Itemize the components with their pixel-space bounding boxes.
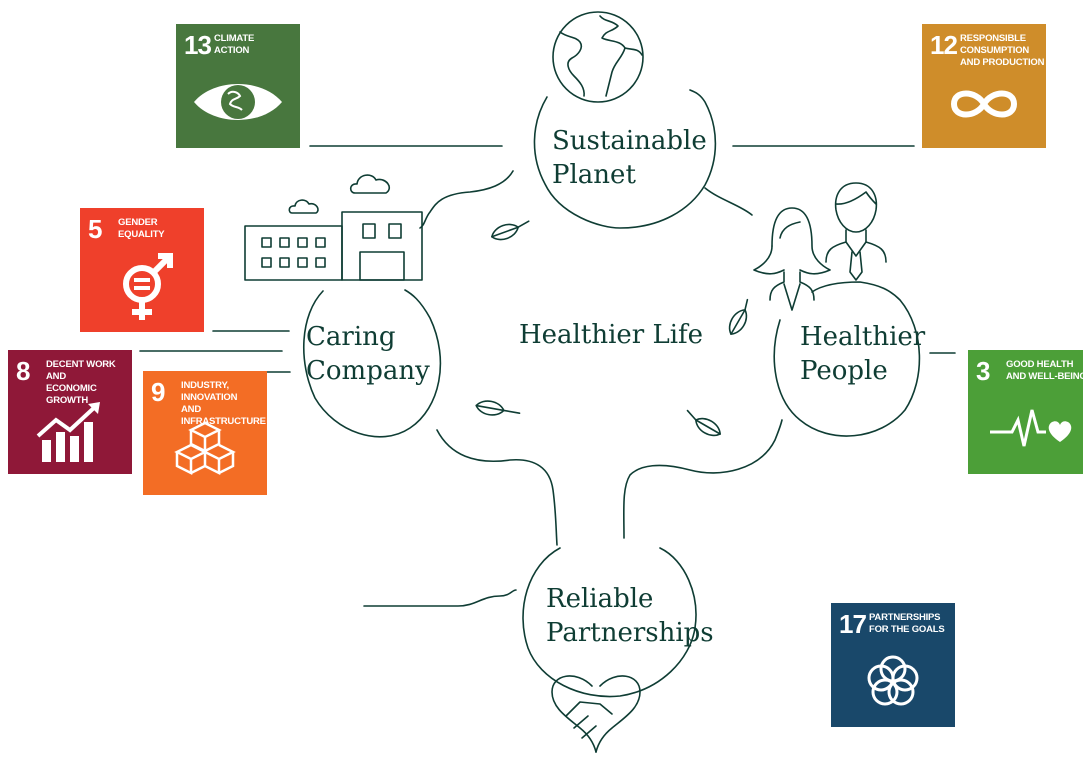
healthier-people-circle xyxy=(773,281,921,437)
growth-chart-icon xyxy=(36,402,100,462)
caring-company-label: Caring Company xyxy=(306,322,430,386)
pillar-arcs xyxy=(302,89,921,698)
sdg-number: 5 xyxy=(88,214,103,244)
sustainable-planet-circle xyxy=(533,89,717,229)
sdg-tile-12: 12 RESPONSIBLE CONSUMPTION AND PRODUCTIO… xyxy=(922,24,1046,148)
sdg-number: 17 xyxy=(839,609,867,639)
handshake-icon xyxy=(551,675,641,753)
sdg-tile-3: 3 GOOD HEALTH AND WELL-BEING xyxy=(968,350,1083,474)
sdg-title: CLIMATE ACTION xyxy=(214,33,255,56)
wavy-connections xyxy=(419,170,783,546)
rings-icon xyxy=(867,655,919,706)
sdg-number: 13 xyxy=(184,30,212,60)
sdg-title: INDUSTRY, INNOVATION AND INFRASTRUCTURE xyxy=(181,380,266,427)
reliable-partnerships-circle xyxy=(522,547,697,698)
sdg-tile-13: 13 CLIMATE ACTION xyxy=(176,24,300,148)
caring-company-circle xyxy=(302,289,442,438)
cubes-icon xyxy=(174,421,236,476)
sdg-number: 8 xyxy=(16,356,31,386)
sdg-tile-9: 9 INDUSTRY, INNOVATION AND INFRASTRUCTUR… xyxy=(143,371,267,495)
sdg-title: DECENT WORK AND ECONOMIC GROWTH xyxy=(46,359,116,406)
eye-earth-icon xyxy=(194,84,282,120)
factory-icon xyxy=(244,174,423,281)
sdg-title: PARTNERSHIPS FOR THE GOALS xyxy=(869,612,945,635)
healthier-people-label: Healthier People xyxy=(800,322,926,386)
sdg-tile-8: 8 DECENT WORK AND ECONOMIC GROWTH xyxy=(8,350,132,474)
heartbeat-icon xyxy=(990,409,1072,447)
people-icon xyxy=(753,182,887,311)
connector-lines xyxy=(139,145,956,607)
leaf-icons xyxy=(475,220,749,437)
reliable-partnerships-label: Reliable Partnerships xyxy=(546,584,714,648)
sdg-title: RESPONSIBLE CONSUMPTION AND PRODUCTION xyxy=(960,33,1045,68)
gender-equality-icon xyxy=(123,253,173,320)
center-label: Healthier Life xyxy=(519,320,704,350)
sustainable-planet-label: Sustainable Planet xyxy=(552,126,707,190)
sdg-tile-5: 5 GENDER EQUALITY xyxy=(80,208,204,332)
sdg-title: GOOD HEALTH AND WELL-BEING xyxy=(1006,359,1083,382)
sdg-tile-17: 17 PARTNERSHIPS FOR THE GOALS xyxy=(831,603,955,727)
sdg-number: 9 xyxy=(151,377,166,407)
sdg-number: 12 xyxy=(930,30,958,60)
globe-icon xyxy=(552,11,644,103)
infinity-icon xyxy=(950,90,1018,118)
sdg-title: GENDER EQUALITY xyxy=(118,217,165,240)
sdg-number: 3 xyxy=(976,356,991,386)
